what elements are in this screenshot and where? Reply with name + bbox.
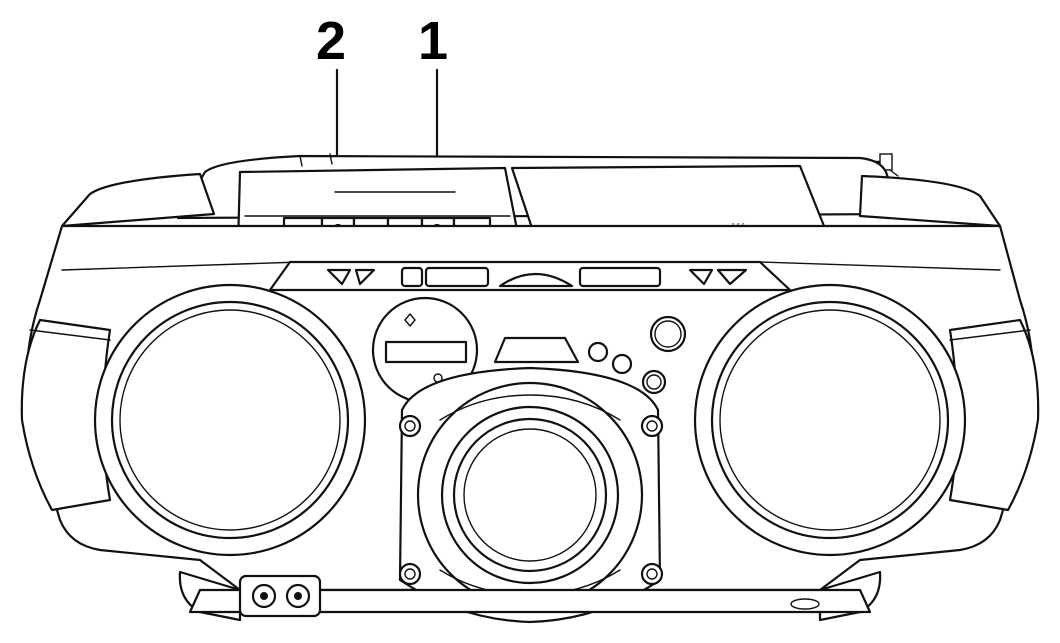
callout-label-1: 1	[418, 11, 449, 71]
control-strip	[268, 260, 792, 292]
small-buttons	[493, 315, 687, 395]
callout-label-2: 2	[316, 11, 347, 71]
left-speaker	[93, 283, 367, 557]
center-woofer	[398, 366, 664, 624]
base	[178, 570, 882, 622]
display-window	[371, 296, 479, 404]
right-speaker	[693, 283, 967, 557]
